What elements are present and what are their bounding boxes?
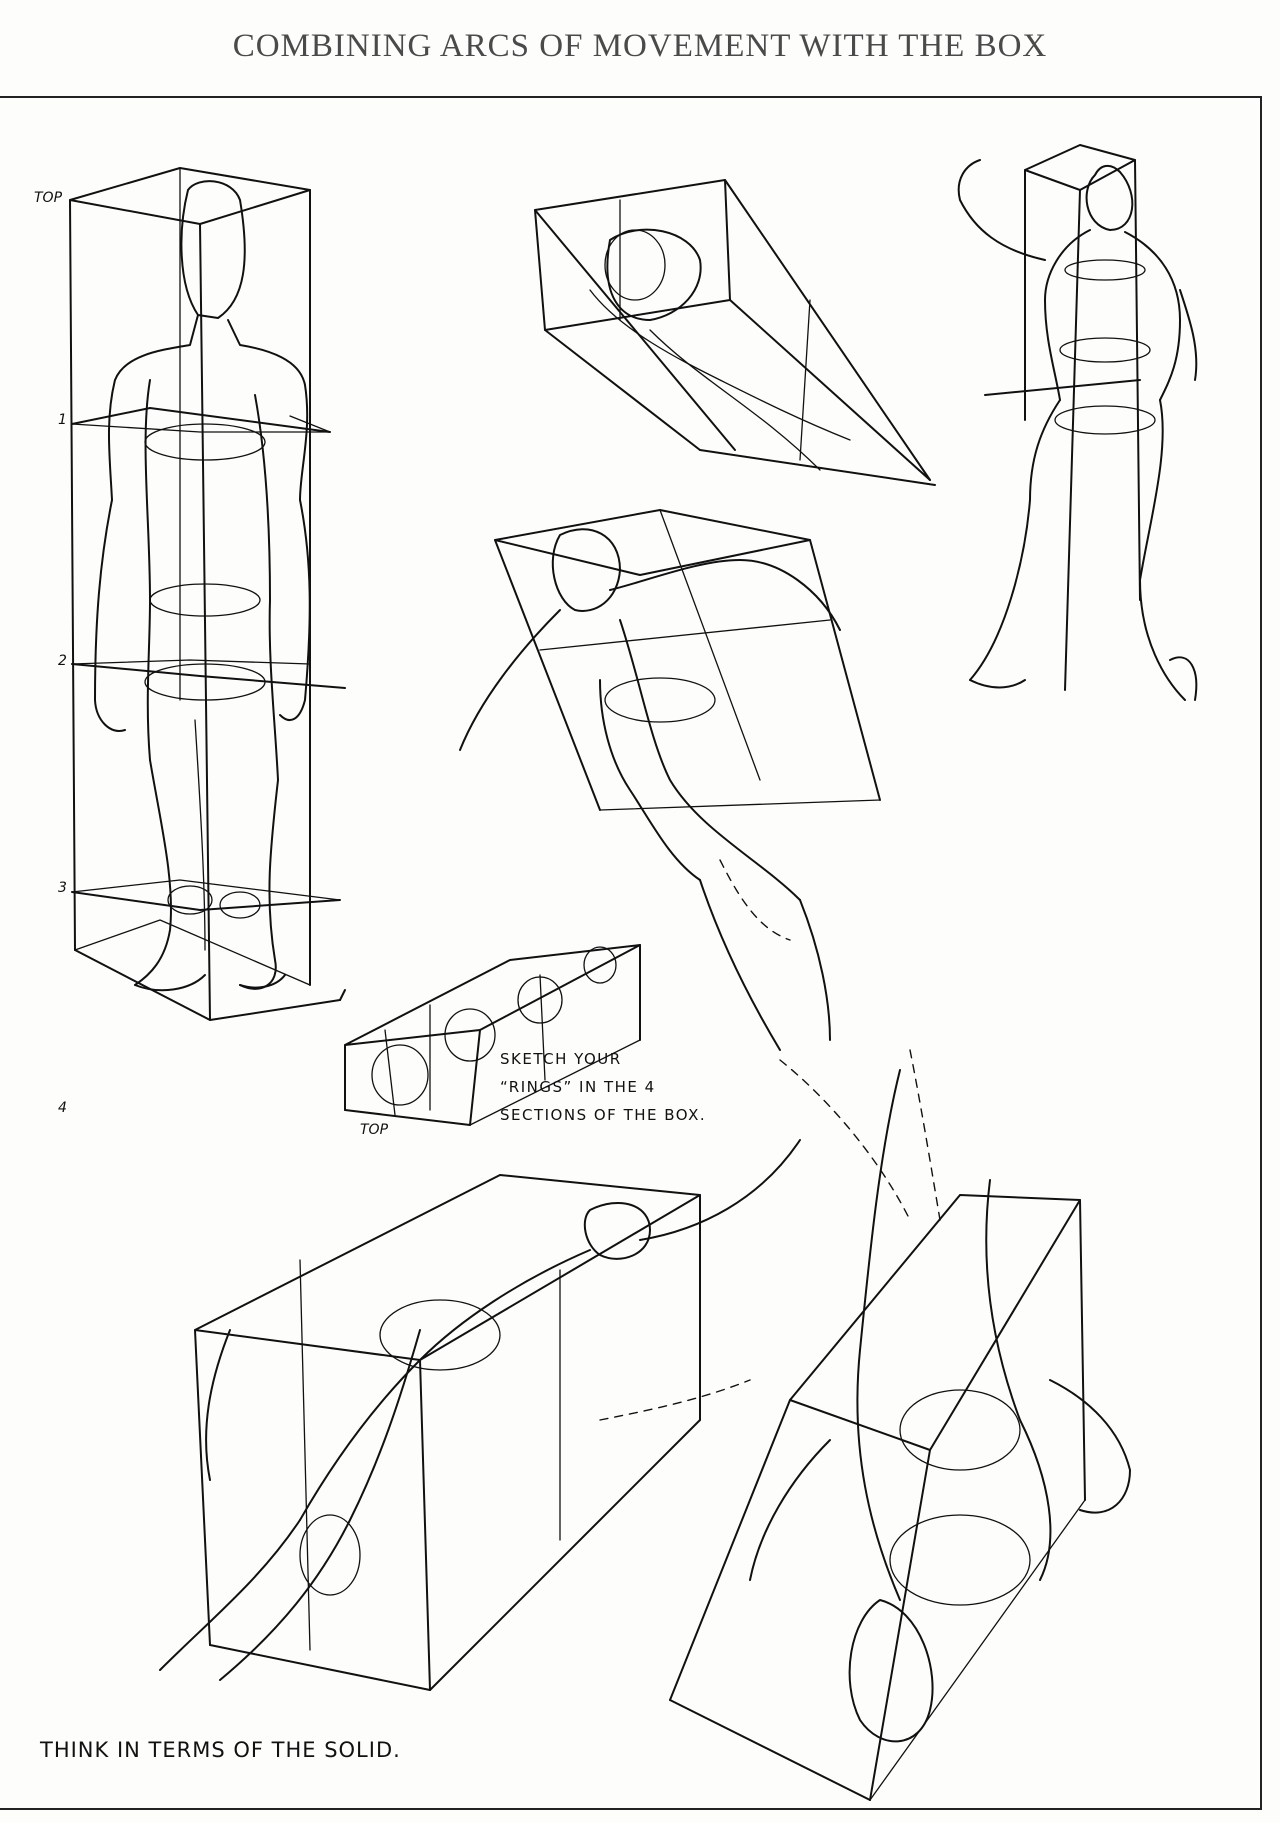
foreshortened-figure-box — [534, 179, 936, 486]
bottom-caption: THINK IN TERMS OF THE SOLID. — [40, 1738, 401, 1762]
small-box-top-label: TOP — [360, 1122, 389, 1138]
section-2-label: 2 — [58, 653, 67, 669]
standing-figure-box — [69, 167, 346, 1021]
movement-arc — [779, 1059, 911, 1221]
walking-figure-box — [957, 144, 1198, 701]
rings-box — [344, 944, 641, 1126]
diving-figure-box — [459, 509, 881, 1051]
top-marker-label: TOP — [34, 190, 63, 206]
section-3-label: 3 — [58, 880, 67, 896]
page-title: COMBINING ARCS OF MOVEMENT WITH THE BOX — [232, 28, 1048, 64]
sketch-rings-note: SKETCH YOUR “RINGS” IN THE 4 SECTIONS OF… — [500, 1050, 707, 1124]
drawing-frame — [0, 96, 1262, 1810]
lying-figure-box — [159, 1139, 801, 1691]
section-1-label: 1 — [58, 412, 67, 428]
section-4-label: 4 — [58, 1100, 67, 1116]
reclining-figure-box — [669, 1049, 1131, 1801]
